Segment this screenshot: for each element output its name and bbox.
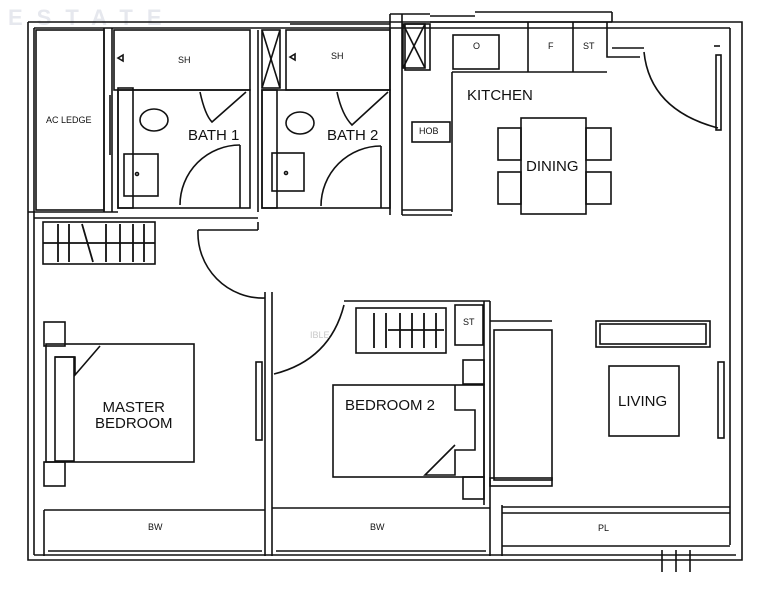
- outer-walls: [27, 21, 743, 561]
- label-kitchen: KITCHEN: [467, 87, 533, 104]
- label-bath-1: BATH 1: [188, 127, 240, 144]
- label-ac-ledge: AC LEDGE: [46, 115, 92, 125]
- master-bedroom: [34, 217, 266, 487]
- label-master-bedroom-line2: BEDROOM: [95, 414, 173, 432]
- partition-wall: [255, 292, 273, 556]
- label-master-bedroom-line1: MASTER: [102, 399, 166, 416]
- bath-2: [261, 13, 430, 215]
- kitchen: [402, 11, 640, 216]
- label-master-bedroom: MASTER BEDROOM: [95, 400, 173, 432]
- label-hob: HOB: [419, 126, 439, 136]
- bedroom-2: [273, 300, 491, 505]
- dining-table: [497, 117, 612, 215]
- label-bedroom-2: BEDROOM 2: [345, 397, 436, 414]
- label-planter: PL: [598, 523, 610, 533]
- label-bedroom2-storage: ST: [463, 317, 475, 327]
- label-dining: DINING: [526, 158, 579, 175]
- label-faded: IBLE: [310, 330, 330, 340]
- label-living: LIVING: [618, 393, 668, 410]
- label-bay-window-1: BW: [148, 522, 163, 532]
- bottom-zone: [43, 505, 730, 572]
- label-bay-window-2: BW: [370, 522, 385, 532]
- bath-1: [109, 30, 259, 212]
- ac-ledge: [28, 28, 118, 213]
- kitchen-door: [612, 45, 722, 131]
- label-fridge: F: [548, 41, 554, 51]
- watermark: ESTATE: [8, 5, 176, 30]
- label-shower-1: SH: [178, 55, 191, 65]
- label-kitchen-storage: ST: [583, 41, 595, 51]
- living: [489, 320, 725, 487]
- duct-1: [261, 29, 281, 89]
- label-shower-2: SH: [331, 51, 344, 61]
- label-bath-2: BATH 2: [327, 127, 379, 144]
- label-oven: O: [473, 41, 481, 51]
